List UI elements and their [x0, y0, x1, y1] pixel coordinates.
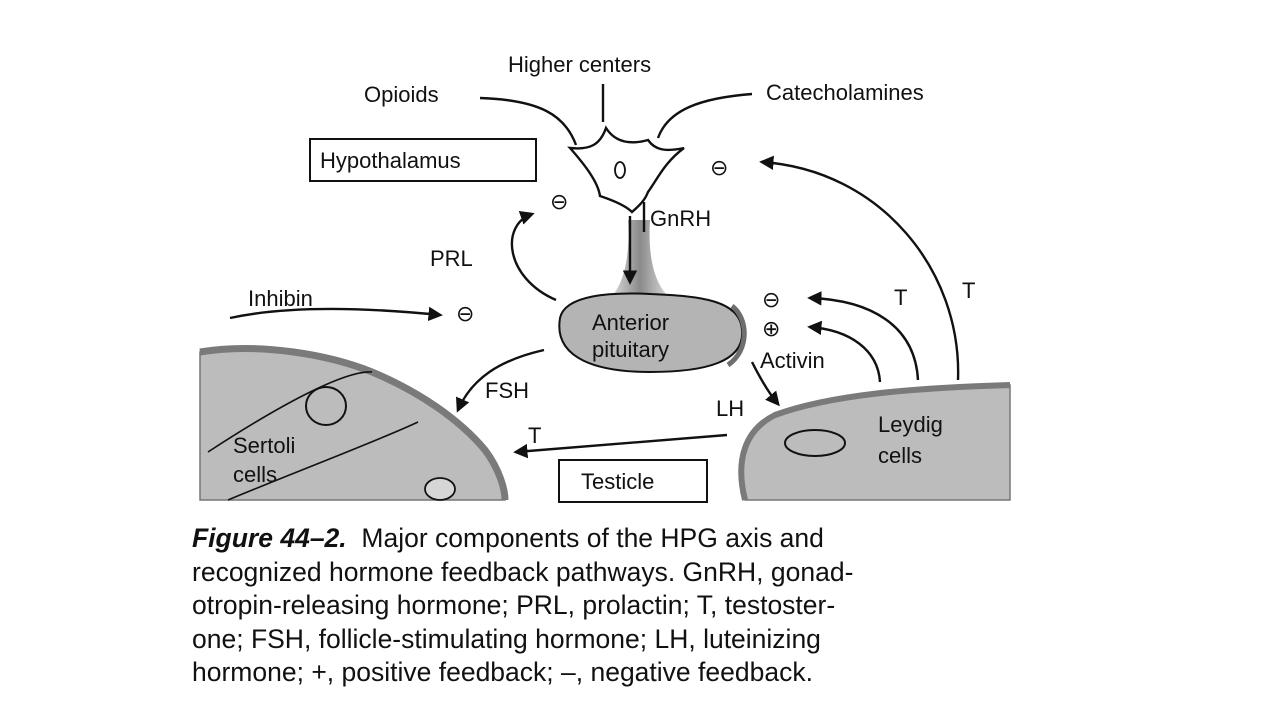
leydig-label: Leydig — [878, 412, 943, 437]
catecholamines-line — [656, 92, 753, 139]
lh-arrow — [750, 361, 780, 407]
sertoli-label: Sertoli — [233, 433, 295, 458]
testosterone-local-arrow — [513, 433, 728, 459]
testosterone-pituitary-minus-symbol: ⊖ — [762, 287, 780, 312]
caption-line-1: Major components of the HPG axis and — [361, 523, 824, 553]
figure-caption: Figure 44–2. Major components of the HPG… — [192, 522, 1052, 690]
hypothalamus-label: Hypothalamus — [320, 148, 461, 173]
figure-label: Figure 44–2. — [192, 523, 347, 553]
leydig-cells-label: cells — [878, 443, 922, 468]
testosterone-long-feedback-arrow — [759, 155, 960, 381]
caption-line-5: hormone; +, positive feedback; –, negati… — [192, 657, 813, 687]
anterior-label: Anterior — [592, 310, 669, 335]
prl-label: PRL — [430, 246, 473, 271]
sertoli-cells-label: cells — [233, 462, 277, 487]
sertoli-tissue: Sertoli cells — [199, 345, 509, 501]
testicle-label: Testicle — [581, 469, 654, 494]
higher-centers-label: Higher centers — [508, 52, 651, 77]
activin-feedback-arrow — [807, 320, 882, 383]
t-inner-label: T — [894, 285, 907, 310]
testicle-box — [558, 459, 708, 503]
opioids-line — [479, 96, 578, 146]
t-outer-label: T — [962, 278, 975, 303]
testosterone-pituitary-feedback-arrow — [807, 291, 920, 381]
testosterone-hypothalamus-minus-symbol: ⊖ — [710, 155, 728, 180]
lh-label: LH — [716, 396, 744, 421]
leydig-tissue: Leydig cells — [738, 382, 1011, 501]
catecholamines-label: Catecholamines — [766, 80, 924, 105]
anterior-pituitary: Anterior pituitary — [558, 220, 747, 374]
prl-minus-symbol: ⊖ — [550, 189, 568, 214]
inhibin-feedback-arrow — [229, 306, 443, 322]
hypothalamic-neuron — [567, 125, 685, 214]
caption-line-2: recognized hormone feedback pathways. Gn… — [192, 556, 854, 587]
opioids-label: Opioids — [364, 82, 439, 107]
activin-label: Activin — [760, 348, 825, 373]
t-bottom-label: T — [528, 423, 541, 448]
pituitary-label: pituitary — [592, 337, 669, 362]
gnrh-label: GnRH — [650, 206, 711, 231]
prl-feedback-arrow — [510, 210, 557, 302]
fsh-arrow — [456, 348, 545, 413]
caption-line-3: otropin-releasing hormone; PRL, prolacti… — [192, 590, 836, 620]
caption-line-4: one; FSH, follicle-stimulating hormone; … — [192, 623, 821, 654]
hypothalamus-box — [309, 138, 537, 182]
inhibin-minus-symbol: ⊖ — [456, 301, 474, 326]
fsh-label: FSH — [485, 378, 529, 403]
inhibin-label: Inhibin — [248, 286, 313, 311]
activin-plus-symbol: ⊕ — [762, 316, 780, 341]
